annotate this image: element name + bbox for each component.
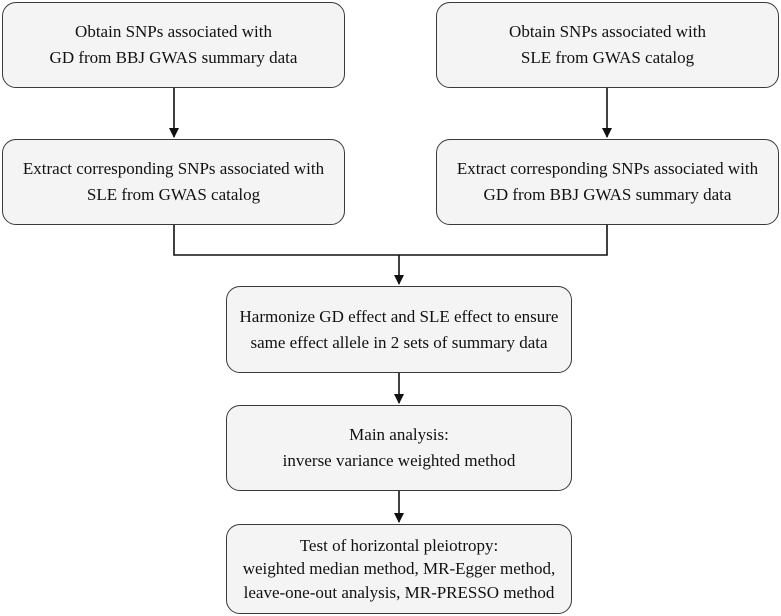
step-extract-gd-snps-text: Extract corresponding SNPs associated wi… <box>456 159 759 204</box>
step-harmonize-effects: Harmonize GD effect and SLE effect to en… <box>226 286 572 373</box>
step-pleiotropy-test: Test of horizontal pleiotropy: weighted … <box>226 524 572 614</box>
merge-connector <box>173 225 608 256</box>
step-obtain-gd-snps-text: Obtain SNPs associated with GD from BBJ … <box>49 22 298 67</box>
step-main-analysis-text: Main analysis: inverse variance weighted… <box>282 425 516 470</box>
step-extract-sle-snps: Extract corresponding SNPs associated wi… <box>2 139 345 225</box>
step-obtain-gd-snps: Obtain SNPs associated with GD from BBJ … <box>2 2 345 88</box>
step-main-analysis: Main analysis: inverse variance weighted… <box>226 405 572 491</box>
step-obtain-sle-snps-text: Obtain SNPs associated with SLE from GWA… <box>509 22 706 67</box>
step-extract-gd-snps: Extract corresponding SNPs associated wi… <box>436 139 779 225</box>
step-obtain-sle-snps: Obtain SNPs associated with SLE from GWA… <box>436 2 779 88</box>
step-pleiotropy-test-text: Test of horizontal pleiotropy: weighted … <box>242 535 556 602</box>
step-harmonize-effects-text: Harmonize GD effect and SLE effect to en… <box>239 306 559 352</box>
step-extract-sle-snps-text: Extract corresponding SNPs associated wi… <box>22 159 325 204</box>
